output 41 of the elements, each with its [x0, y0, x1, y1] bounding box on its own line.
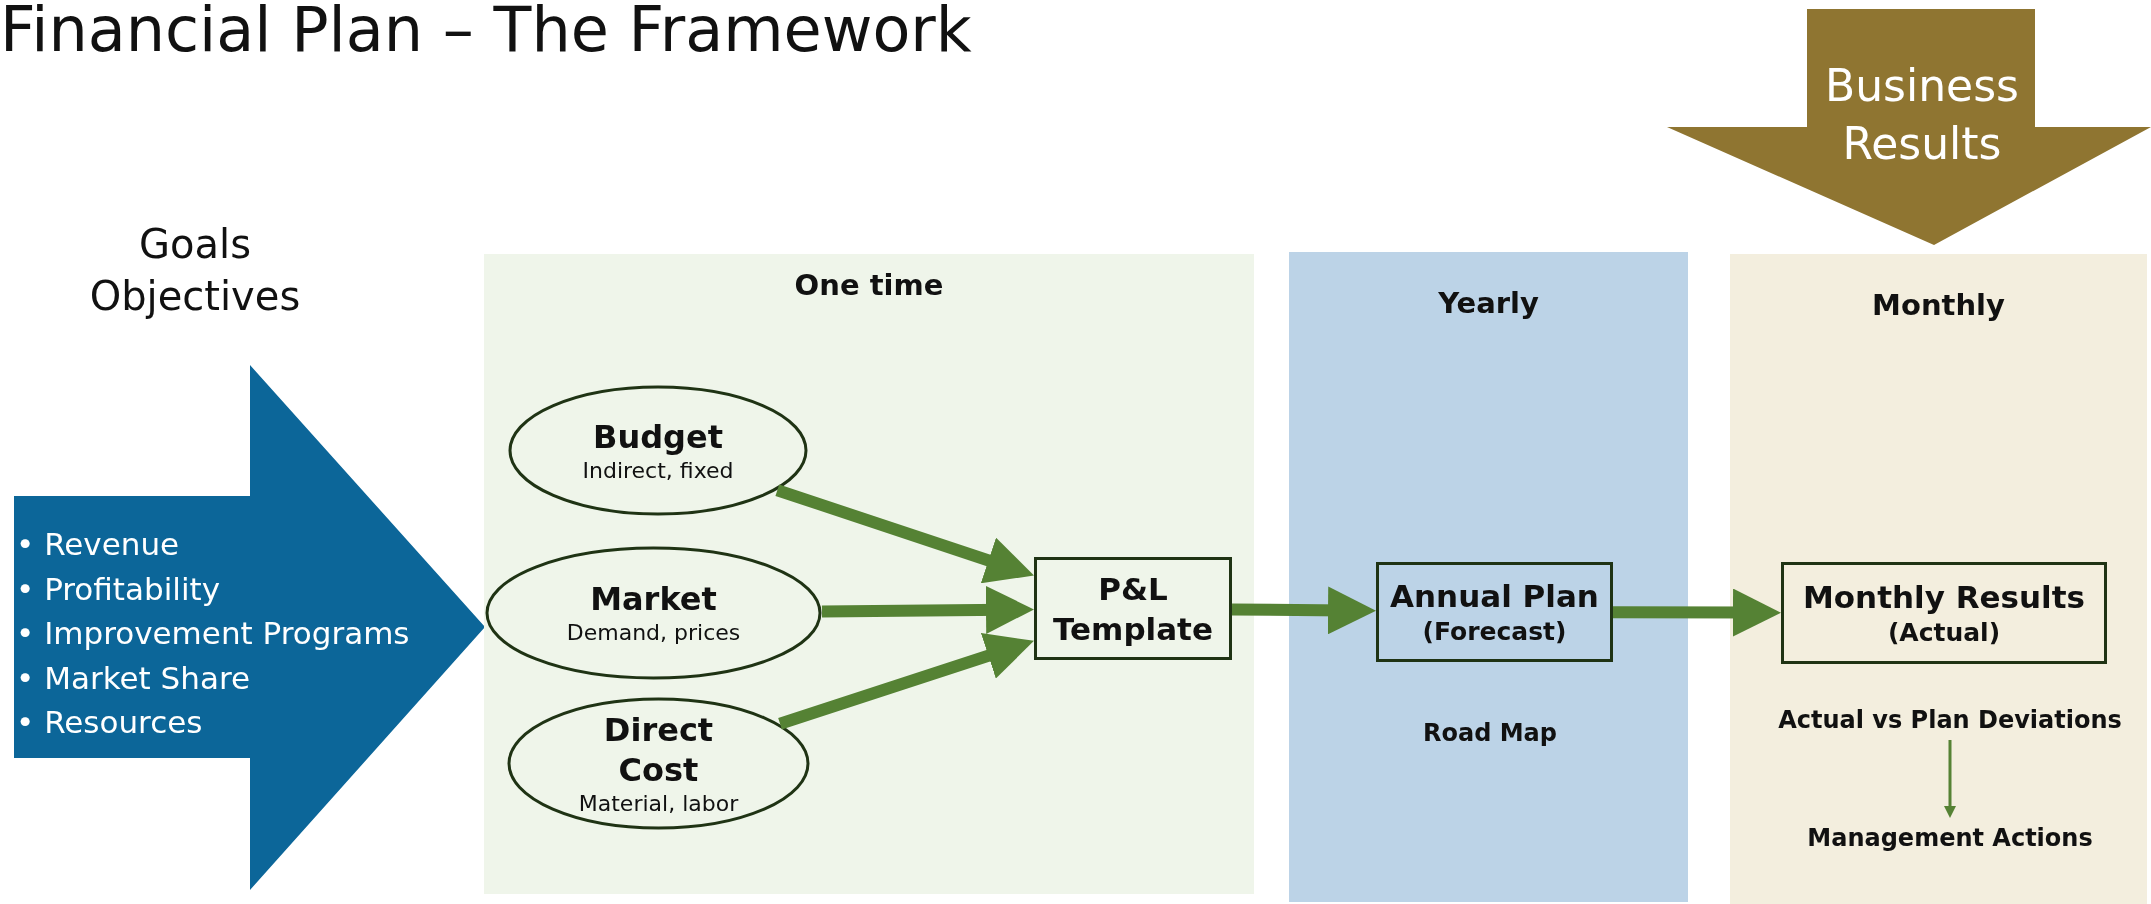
bullet-item: • Improvement Programs [16, 614, 410, 653]
node-subtitle: Material, labor [578, 789, 739, 818]
node-title: Market [589, 579, 718, 619]
process-box [1034, 557, 1232, 660]
node-subtitle: (Forecast) [1422, 616, 1567, 648]
node-subtitle: Indirect, fixed [582, 456, 734, 485]
phase-panel [484, 254, 1254, 894]
arrow [821, 585, 1035, 634]
block-arrow [1667, 9, 2151, 247]
arrow [778, 632, 1036, 730]
node-title: P&L Template [1053, 569, 1213, 649]
phase-panel [1730, 254, 2147, 904]
bullet-item: • Profitability [16, 569, 221, 609]
node-title: Monthly Results [1802, 578, 2085, 617]
arrow [1944, 740, 1956, 818]
ellipse-node [508, 385, 808, 516]
arrow-label: Business Results [1824, 59, 2020, 171]
arrow [1612, 588, 1782, 637]
node-title: Direct Cost [602, 709, 715, 790]
bullet-item: • Resources [16, 703, 204, 742]
panel-title: One time [793, 268, 945, 302]
process-box [1781, 562, 2107, 664]
node-title: Annual Plan [1390, 577, 1599, 616]
title: Financial Plan – The Framework [0, 0, 972, 68]
ellipse-node [507, 697, 810, 830]
ellipse-node [485, 546, 822, 680]
heading-text: Goals Objectives [88, 220, 302, 321]
step-text: Actual vs Plan Deviations [1775, 700, 2125, 740]
bullet-item: • Market Share [16, 658, 251, 698]
note-text: Road Map [1422, 718, 1558, 749]
panel-title: Monthly [1871, 288, 2006, 322]
panel-title: Yearly [1437, 286, 1540, 320]
node-title: Budget [592, 416, 724, 457]
bullet-item: • Revenue [16, 525, 181, 564]
node-subtitle: Demand, prices [566, 619, 741, 647]
process-box [1376, 562, 1613, 662]
phase-panel [1289, 252, 1688, 902]
node-subtitle: (Actual) [1887, 617, 2001, 649]
step-text: Management Actions [1790, 818, 2110, 858]
arrow [775, 484, 1036, 584]
arrow [1231, 586, 1377, 635]
